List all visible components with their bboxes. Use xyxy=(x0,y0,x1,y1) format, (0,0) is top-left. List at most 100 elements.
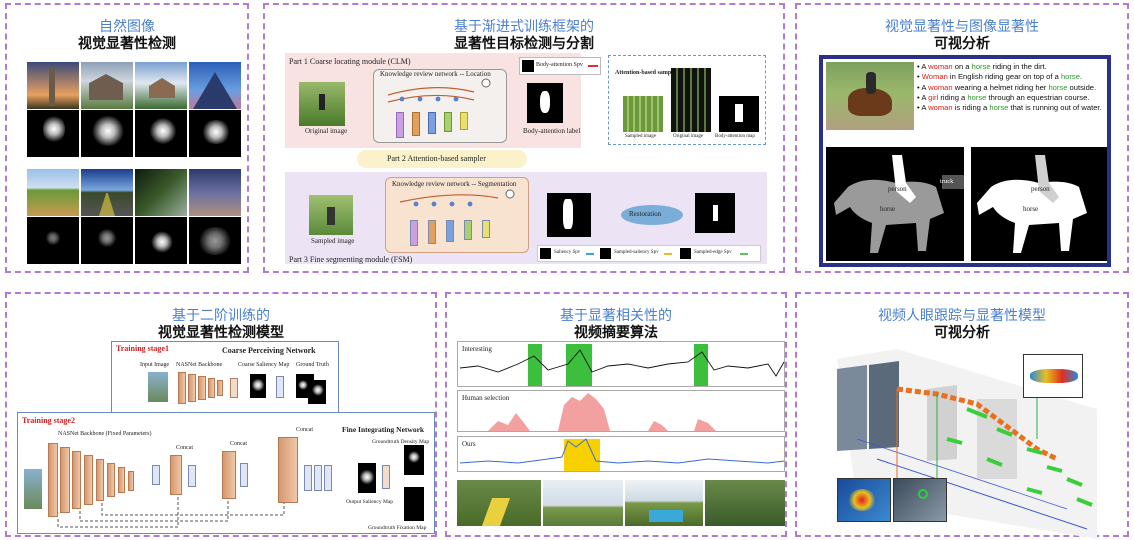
photo-street xyxy=(189,169,241,216)
saliency-map-4 xyxy=(189,110,241,157)
saliency-map-6 xyxy=(81,217,133,264)
interesting-highlight-1 xyxy=(528,344,542,386)
part1-label: Part 1 Coarse locating module (CLM) xyxy=(289,57,411,66)
seg-label-person-2: person xyxy=(1031,185,1050,193)
panel-eye-tracking: 视频人眼跟踪与显著性模型 可视分析 xyxy=(795,292,1129,539)
output-map-label: Output Saliency Map xyxy=(346,499,394,505)
keyframe-3 xyxy=(625,480,703,526)
body-attention-output xyxy=(527,83,563,123)
horse-silhouette-right xyxy=(977,155,1087,253)
panel-title-bottom: 视频摘要算法 xyxy=(574,325,658,341)
photo-house xyxy=(135,62,187,109)
panel-visual-vs-image-saliency: 视觉显著性与图像显著性 可视分析 • A woman on a horse ri… xyxy=(795,3,1129,273)
part2-label: Part 2 Attention-based sampler xyxy=(387,154,486,163)
gt-density-label: Groundtruth Density Map xyxy=(372,439,430,445)
panel-title-top: 基于二阶训练的 xyxy=(172,308,270,324)
seg-label-truck: truck xyxy=(940,178,954,185)
restoration-label: Restoration xyxy=(629,210,662,218)
body-attention-map-label: Body-attention map xyxy=(715,134,755,139)
output-saliency-thumb xyxy=(358,463,376,493)
seg-label-horse: horse xyxy=(880,205,896,213)
caption-4: • A girl riding a horse through an eques… xyxy=(917,92,1090,102)
nasnet-fixed-label: NASNet Backbone (Fixed Parameters) xyxy=(58,431,152,437)
keyframe-strip xyxy=(457,480,785,526)
truck-fragment: truck xyxy=(940,175,964,189)
human-selection-curve xyxy=(460,393,784,431)
stage1-label: Training stage1 xyxy=(116,344,169,353)
seg-label-horse-2: horse xyxy=(1023,205,1039,213)
attention-sampler-label: Attention-based sampler xyxy=(615,70,679,76)
analysis-frame: • A woman on a horse riding in the dirt.… xyxy=(819,55,1111,267)
panel-title-bottom: 可视分析 xyxy=(934,36,990,52)
part2-banner: Part 2 Attention-based sampler xyxy=(357,150,527,168)
fsm-legend: Saliency Spv Sampled-saliency Spv Sample… xyxy=(537,245,761,262)
panel-title-top: 基于显著相关性的 xyxy=(560,308,672,324)
original-image-grass xyxy=(299,82,345,126)
krn-location-network xyxy=(387,78,491,103)
panel-video-summarization: 基于显著相关性的 视频摘要算法 Interesting Human select… xyxy=(445,292,787,537)
ours-label: Ours xyxy=(462,440,476,448)
panel-title-bottom: 视觉显著性检测 xyxy=(78,36,176,52)
input-image-thumb xyxy=(148,372,168,402)
stage2-input-thumb xyxy=(24,469,42,509)
caption-5: • A woman is riding a horse that is runn… xyxy=(917,103,1102,113)
interesting-curve xyxy=(459,349,785,377)
photo-barn xyxy=(81,62,133,109)
heatmap-inset-top xyxy=(1023,354,1083,398)
input-image-label: Input Image xyxy=(140,362,170,368)
photo-highway xyxy=(81,169,133,216)
panel-title-top: 视觉显著性与图像显著性 xyxy=(885,19,1039,35)
body-attention-spv-label: Body-attention Spv xyxy=(536,62,583,68)
human-selection-chart: Human selection xyxy=(457,390,785,432)
saliency-map-7 xyxy=(135,217,187,264)
krn-segmentation-network xyxy=(399,189,515,207)
stage1-box: Training stage1 Coarse Perceiving Networ… xyxy=(111,341,339,413)
ours-curve xyxy=(459,438,785,464)
human-selection-label: Human selection xyxy=(462,394,510,402)
saliency-spv-label: Saliency Spv xyxy=(554,250,581,255)
interesting-highlight-3 xyxy=(694,344,708,386)
sampled-image-label: Sampled image xyxy=(625,134,656,139)
coarse-net-label: Coarse Perceiving Network xyxy=(222,346,316,355)
horse-rider-photo xyxy=(826,62,914,130)
interesting-chart: Interesting xyxy=(457,341,785,387)
caption-3: • A woman wearing a helmet riding her ho… xyxy=(917,82,1097,92)
sampled-saliency-spv-label: Sampled-saliency Spv xyxy=(614,250,659,255)
keyframe-1 xyxy=(457,480,541,526)
stage2-label: Training stage2 xyxy=(22,416,75,425)
horse-silhouette-left xyxy=(834,155,944,253)
panel-progressive-framework: 基于渐进式训练框架的 显著性目标检测与分割 Part 1 Coarse loca… xyxy=(263,3,785,273)
restoration-node: Restoration xyxy=(621,205,683,225)
photo-mountain xyxy=(189,62,241,109)
sampled-image-dog xyxy=(309,195,353,235)
panel-title-bottom: 可视分析 xyxy=(934,325,990,341)
gt-density-thumb xyxy=(404,445,424,475)
krn-segmentation-label: Knowledge review network -- Segmentation xyxy=(392,180,517,188)
coarse-saliency-thumb xyxy=(250,374,266,398)
photo-tower xyxy=(27,62,79,109)
saliency-map-3 xyxy=(135,110,187,157)
body-attention-spv-box: Body-attention Spv xyxy=(519,57,601,75)
caption-2: • Woman in English riding gear on top of… xyxy=(917,72,1083,82)
heatmap-inset-bottom-left xyxy=(837,478,891,522)
original-image-label: Original image xyxy=(305,127,348,135)
gt-fixation-label: Groundtruth Fixation Map xyxy=(368,525,427,531)
photo-forest-path xyxy=(135,169,187,216)
panel-title-top: 自然图像 xyxy=(99,19,155,35)
concat2-label: Concat xyxy=(230,441,247,447)
seg-label-person: person xyxy=(888,185,907,193)
gt-fixation-thumb xyxy=(404,487,424,521)
krn-location-label: Knowledge review network -- Location xyxy=(380,70,491,78)
saliency-map-8 xyxy=(189,217,241,264)
caption-1: • A woman on a horse riding in the dirt. xyxy=(917,62,1047,71)
stage2-box: Training stage2 NASNet Backbone (Fixed P… xyxy=(17,412,435,534)
sampled-image-dog-label: Sampled image xyxy=(311,237,355,245)
krn-segmentation-box: Knowledge review network -- Segmentation xyxy=(385,177,529,253)
restored-saliency-output xyxy=(695,193,735,233)
photo-field-road xyxy=(27,169,79,216)
saliency-map-5 xyxy=(27,217,79,264)
interesting-label: Interesting xyxy=(462,345,492,353)
nasnet-label: NASNet Backbone xyxy=(176,362,223,368)
fine-net-label: Fine Integrating Network xyxy=(342,425,425,434)
coarse-map-label: Coarse Saliency Map xyxy=(238,362,290,368)
